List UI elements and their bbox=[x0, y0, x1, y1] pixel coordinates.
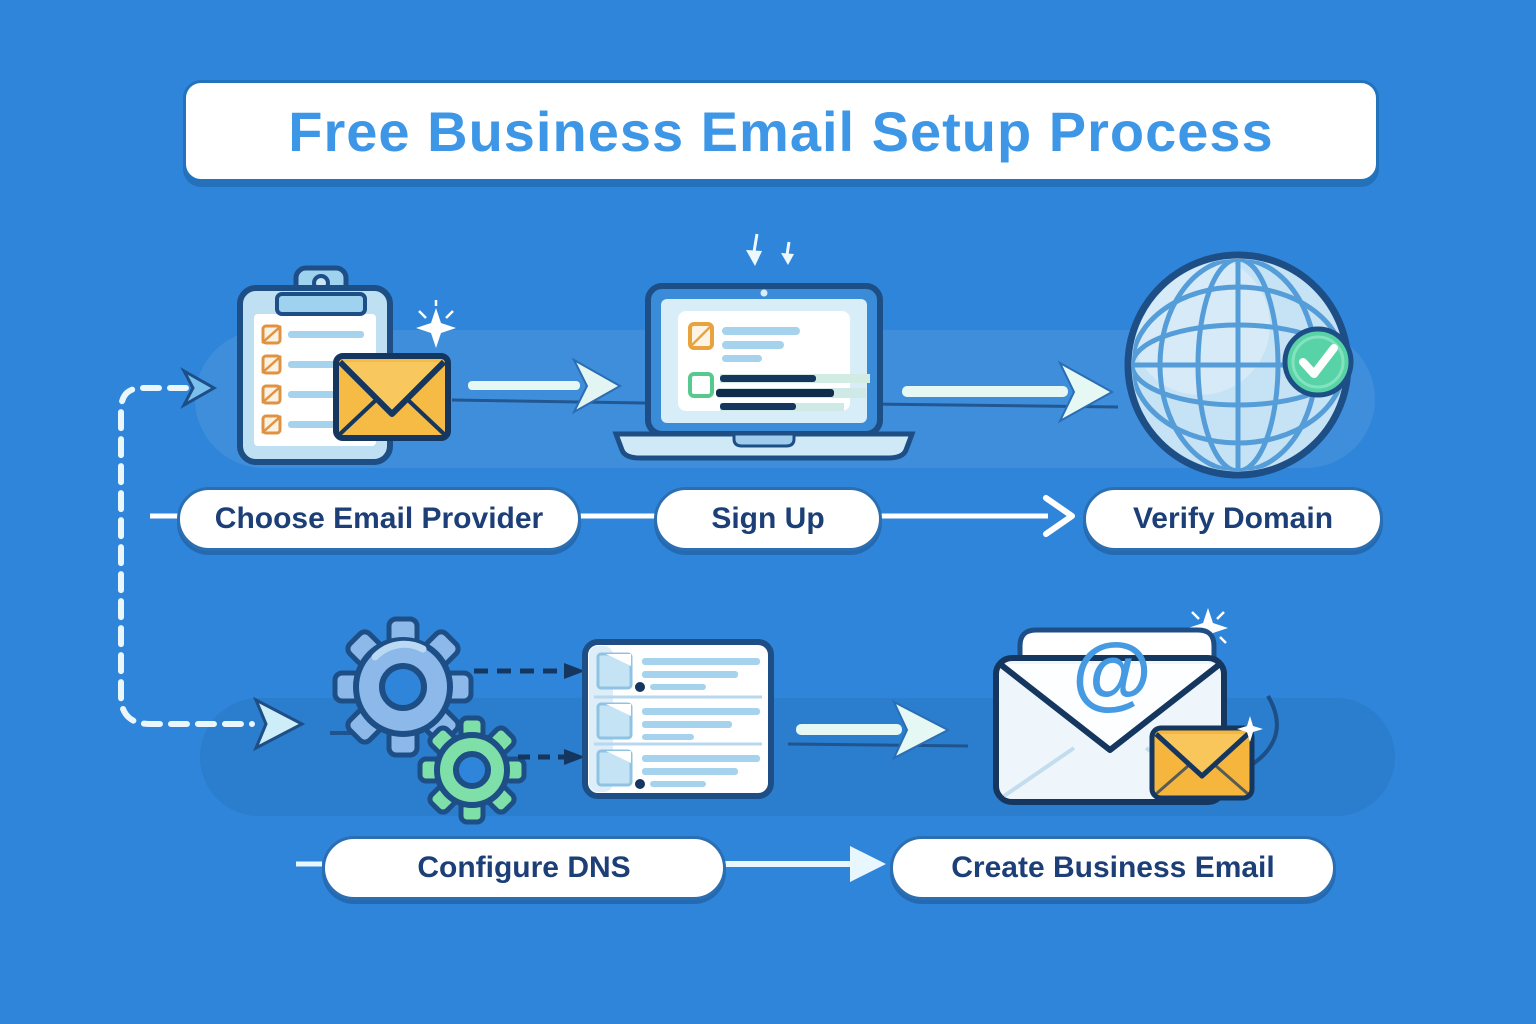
laptop-signup-form-icon bbox=[612, 283, 916, 461]
sparkle-icon bbox=[1188, 608, 1228, 648]
arrowhead-icon bbox=[564, 663, 585, 679]
arrowhead-icon bbox=[180, 367, 218, 409]
step-label-text: Verify Domain bbox=[1132, 502, 1334, 535]
flow-arrow-icon bbox=[796, 699, 951, 761]
check-badge-icon bbox=[1282, 326, 1354, 398]
sparkle-icon bbox=[1237, 716, 1263, 742]
dns-records-panel-icon bbox=[582, 639, 774, 799]
step-label-configure-dns: Configure DNS bbox=[322, 836, 726, 900]
step-label-create-business-email: Create Business Email bbox=[890, 836, 1336, 900]
gear-green-icon bbox=[417, 715, 527, 825]
arrowhead-icon bbox=[850, 846, 886, 882]
down-arrows-indicator-icon bbox=[746, 233, 794, 266]
dns-record-row bbox=[596, 702, 760, 740]
pill-connectors bbox=[150, 495, 1075, 882]
flow-arrow-icon bbox=[902, 360, 1115, 424]
dashed-record-connectors bbox=[474, 663, 585, 765]
globe-checkmark-icon bbox=[1124, 251, 1354, 479]
step-label-text: Configure DNS bbox=[417, 851, 631, 884]
at-symbol: @ bbox=[1072, 627, 1152, 718]
step-label-text: Sign Up bbox=[711, 502, 825, 535]
dns-record-row bbox=[596, 749, 760, 789]
envelope-icon bbox=[333, 353, 451, 441]
dashed-flow-connector bbox=[118, 367, 306, 752]
step-label-text: Choose Email Provider bbox=[214, 502, 544, 535]
sparkle-icon bbox=[416, 300, 456, 348]
dns-record-row bbox=[596, 652, 760, 692]
title-banner: Free Business Email Setup Process bbox=[183, 80, 1379, 182]
arrowhead-icon bbox=[564, 749, 585, 765]
open-envelope-at-sign-icon: @ bbox=[993, 627, 1279, 805]
step-label-text: Create Business Email bbox=[951, 851, 1275, 884]
step-label-sign-up: Sign Up bbox=[654, 487, 882, 551]
flow-arrow-icon bbox=[468, 357, 623, 415]
page-title: Free Business Email Setup Process bbox=[288, 99, 1274, 163]
small-envelope-icon bbox=[1149, 725, 1255, 801]
step-label-choose-email-provider: Choose Email Provider bbox=[177, 487, 581, 551]
step-label-verify-domain: Verify Domain bbox=[1083, 487, 1383, 551]
arrowhead-icon bbox=[1043, 495, 1075, 537]
arrowhead-icon bbox=[253, 696, 306, 752]
